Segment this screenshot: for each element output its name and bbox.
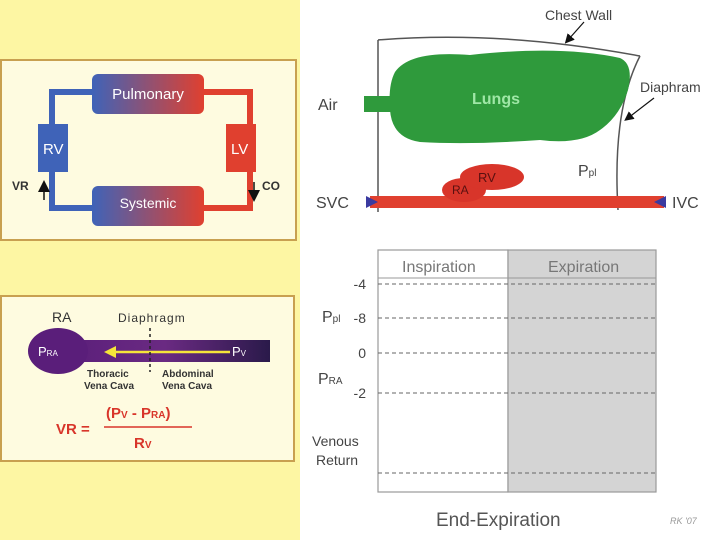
diaphragm-anatomy-label: Diaphram [640, 79, 701, 95]
inspiration-region [377, 249, 509, 493]
ivc-label: IVC [672, 195, 699, 212]
venous-return-label-1: Venous [312, 433, 359, 449]
lv-box [226, 124, 256, 172]
tick-label-m4: -4 [354, 276, 367, 292]
tick-label-0: 0 [358, 345, 366, 361]
expiration-region [507, 249, 657, 493]
anatomy-panel: Chest Wall Lungs Air Diaphram Ppl SVC IV… [316, 7, 701, 212]
svc-arrow-icon [366, 196, 378, 208]
thoracic-label-1: Thoracic [87, 369, 129, 380]
pra-axis-label: PRA [318, 371, 343, 388]
venous-return-frame [0, 295, 295, 462]
tick-label-m8: -8 [354, 310, 367, 326]
vena-cava-vessel [370, 196, 664, 208]
circulation-panel: Pulmonary Systemic RV LV VR CO [0, 59, 297, 241]
right-ventricle-anatomy [460, 164, 524, 190]
diaphragm-curve [616, 55, 641, 211]
abdominal-label-2: Vena Cava [162, 381, 212, 392]
venous-return-label-2: Return [316, 452, 358, 468]
venous-return-panel: RA Diaphragm PRA PV Thoracic Vena Cava A… [0, 295, 295, 462]
author-signature: RK '07 [670, 516, 698, 526]
rv-box [38, 124, 68, 172]
right-atrium-shape [28, 328, 88, 374]
rv-anatomy-label: RV [478, 170, 496, 185]
svc-label: SVC [316, 195, 349, 212]
trachea-tube [364, 96, 394, 112]
abdominal-label-1: Abdominal [162, 369, 214, 380]
pra-label: PRA [38, 344, 58, 359]
air-label: Air [318, 97, 338, 114]
ppl-axis-label: Ppl [322, 309, 340, 326]
rv-label: RV [43, 141, 64, 158]
chest-wall-pointer-icon [564, 21, 585, 44]
thoracic-label-2: Vena Cava [84, 381, 134, 392]
vr-label: VR [12, 179, 29, 193]
systemic-box [92, 186, 204, 226]
lungs-label: Lungs [472, 91, 520, 108]
ra-anatomy-label: RA [452, 183, 469, 197]
diaphragm-label: Diaphragm [118, 311, 186, 325]
pulmonary-label: Pulmonary [112, 86, 184, 103]
lungs-shape [389, 50, 630, 144]
pulmonary-box [92, 74, 204, 114]
diaphragm-pointer-icon [624, 97, 655, 121]
pv-label: PV [232, 344, 247, 359]
chest-wall-label: Chest Wall [545, 7, 612, 23]
ivc-arrow-icon [654, 196, 666, 208]
flow-arrow-icon [104, 346, 116, 358]
formula-lhs: VR = [56, 421, 90, 438]
formula-numerator: (PV - PRA) [106, 405, 170, 422]
pressure-chart: Inspiration Expiration -4 -8 0 -2 Ppl PR… [312, 249, 698, 531]
chest-wall-top [377, 36, 641, 57]
inspiration-label: Inspiration [402, 259, 476, 276]
lv-label: LV [231, 141, 248, 158]
co-label: CO [262, 179, 280, 193]
tick-label-m2: -2 [354, 385, 367, 401]
ppl-anatomy-label: Ppl [578, 163, 596, 180]
ra-label: RA [52, 309, 72, 325]
chart-caption: End-Expiration [436, 510, 561, 531]
formula-denominator: RV [134, 435, 152, 452]
systemic-label: Systemic [120, 195, 177, 211]
expiration-label: Expiration [548, 259, 619, 276]
